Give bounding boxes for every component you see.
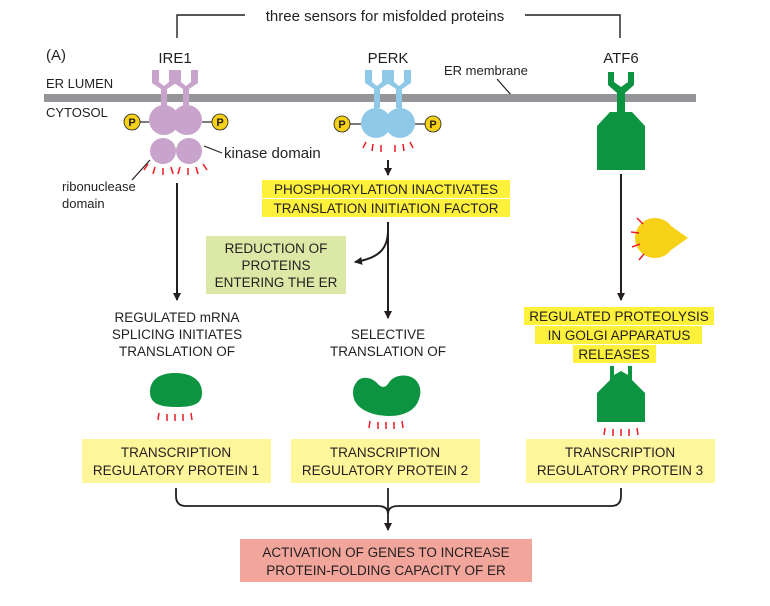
protein-3-line2: REGULATORY PROTEIN 3 <box>537 463 703 478</box>
cytosol-label: CYTOSOL <box>46 105 108 120</box>
perk-dimer <box>361 70 415 138</box>
perk-phosphate-left <box>333 115 351 133</box>
ire1-phosphate-left <box>123 113 141 131</box>
er-lumen-label: ER LUMEN <box>46 76 113 91</box>
atf6-path-highlight-3 <box>573 345 656 363</box>
protein-2-line1: TRANSCRIPTION <box>330 445 440 460</box>
ire1-phosphate-right-label: P <box>216 117 223 129</box>
atf6-path-highlight-2 <box>535 326 702 344</box>
reduction-line1: REDUCTION OF <box>225 241 328 256</box>
er-membrane <box>44 94 696 102</box>
er-membrane-pointer <box>496 78 513 97</box>
protein-2-line2: REGULATORY PROTEIN 2 <box>302 463 468 478</box>
ire1-path-line2: SPLICING INITIATES <box>112 327 242 342</box>
atf6-path-line2: IN GOLGI APPARATUS <box>548 328 691 343</box>
protein-1-ticks <box>157 412 193 421</box>
header-label: three sensors for misfolded proteins <box>266 8 504 25</box>
perk-effect-line1: PHOSPHORYLATION INACTIVATES <box>274 182 498 197</box>
protein-1-line2: REGULATORY PROTEIN 1 <box>93 463 259 478</box>
reduction-branch-arrow <box>354 229 389 265</box>
protein-1-shape <box>150 373 202 407</box>
perk-phosphate-right-label: P <box>429 119 436 131</box>
atf6-label: ATF6 <box>603 50 639 67</box>
pathway-arrows <box>173 160 625 319</box>
protease-icon <box>635 218 688 258</box>
outcome-box <box>240 539 532 582</box>
perk-label: PERK <box>368 50 409 67</box>
ire1-label: IRE1 <box>158 50 191 67</box>
atf6-sensor <box>597 72 645 170</box>
protein-2-ticks <box>368 420 404 429</box>
atf6-path-line3: RELEASES <box>578 347 649 362</box>
protein-3-line1: TRANSCRIPTION <box>565 445 675 460</box>
perk-effect-highlight-2 <box>262 199 510 217</box>
ribonuclease-pointer <box>131 159 151 181</box>
header-bracket <box>176 14 621 38</box>
perk-effect-line2: TRANSLATION INITIATION FACTOR <box>273 201 498 216</box>
protein-2-box <box>291 439 480 483</box>
kinase-domain-pointer <box>203 145 223 154</box>
panel-label: (A) <box>46 47 66 64</box>
outcome-line1: ACTIVATION OF GENES TO INCREASE <box>262 545 509 560</box>
atf6-path-line1: REGULATED PROTEOLYSIS <box>529 309 709 324</box>
ire1-phosphate-left-label: P <box>128 117 135 129</box>
protein-1-box <box>82 439 271 483</box>
protein-3-shape <box>597 366 645 422</box>
reduction-line3: ENTERING THE ER <box>215 275 338 290</box>
kinase-domain-label: kinase domain <box>224 145 321 162</box>
protein-3-ticks <box>603 427 639 436</box>
ire1-activity-ticks <box>143 163 208 175</box>
perk-phosphate-right <box>424 115 442 133</box>
er-membrane-label: ER membrane <box>444 63 528 78</box>
protease-activity-ticks <box>630 217 645 261</box>
converging-brace <box>175 488 622 531</box>
protein-2-shape <box>352 375 421 416</box>
ribonuclease-label-line1: ribonuclease <box>62 179 136 194</box>
atf6-path-highlight-1 <box>524 307 714 325</box>
protein-1-line1: TRANSCRIPTION <box>121 445 231 460</box>
perk-phosphate-left-label: P <box>338 119 345 131</box>
reduction-box <box>206 236 346 294</box>
perk-path-line1: SELECTIVE <box>351 327 425 342</box>
ire1-path-line3: TRANSLATION OF <box>119 344 235 359</box>
outcome-line2: PROTEIN-FOLDING CAPACITY OF ER <box>266 563 506 578</box>
perk-activity-ticks <box>362 141 414 152</box>
ire1-dimer <box>149 70 202 164</box>
ire1-phosphate-right <box>211 113 229 131</box>
ribonuclease-label-line2: domain <box>62 196 105 211</box>
perk-effect-highlight-1 <box>262 180 510 198</box>
ire1-path-line1: REGULATED mRNA <box>114 310 239 325</box>
protein-3-box <box>526 439 715 483</box>
reduction-line2: PROTEINS <box>241 258 310 273</box>
perk-path-line2: TRANSLATION OF <box>330 344 446 359</box>
